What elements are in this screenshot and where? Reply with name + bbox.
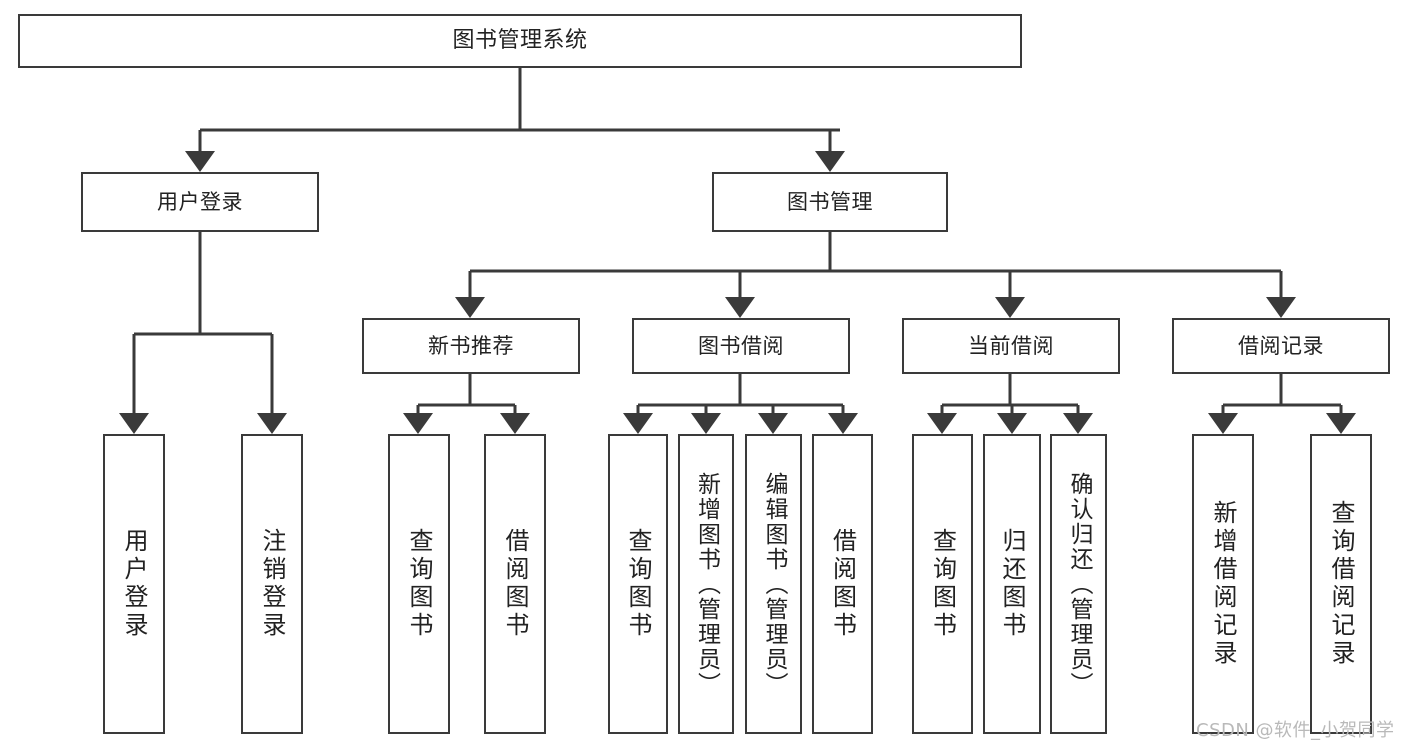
- leaf-add-book-admin[interactable]: 新增图书（管理员）: [678, 434, 734, 734]
- leaf-query-book-recommend[interactable]: 查询图书: [388, 434, 450, 734]
- node-new-book-recommend-label: 新书推荐: [428, 333, 514, 358]
- leaf-query-borrow-record-label: 查询借阅记录: [1327, 500, 1355, 668]
- node-book-borrow[interactable]: 图书借阅: [632, 318, 850, 374]
- leaf-edit-book-admin-label: 编辑图书（管理员）: [761, 471, 787, 697]
- leaf-edit-book-admin[interactable]: 编辑图书（管理员）: [745, 434, 802, 734]
- leaf-add-borrow-record-label: 新增借阅记录: [1209, 500, 1237, 668]
- leaf-query-book-recommend-label: 查询图书: [405, 528, 433, 640]
- node-current-borrow[interactable]: 当前借阅: [902, 318, 1120, 374]
- leaf-borrow-book-recommend-label: 借阅图书: [501, 528, 529, 640]
- node-root[interactable]: 图书管理系统: [18, 14, 1022, 68]
- leaf-logout[interactable]: 注销登录: [241, 434, 303, 734]
- leaf-confirm-return-admin[interactable]: 确认归还（管理员）: [1050, 434, 1107, 734]
- node-current-borrow-label: 当前借阅: [968, 333, 1054, 358]
- node-new-book-recommend[interactable]: 新书推荐: [362, 318, 580, 374]
- leaf-logout-label: 注销登录: [258, 528, 286, 640]
- leaf-return-book-label: 归还图书: [998, 528, 1026, 640]
- leaf-query-book-borrow[interactable]: 查询图书: [608, 434, 668, 734]
- leaf-query-borrow-record[interactable]: 查询借阅记录: [1310, 434, 1372, 734]
- node-book-borrow-label: 图书借阅: [698, 333, 784, 358]
- node-book-manage[interactable]: 图书管理: [712, 172, 948, 232]
- leaf-user-login[interactable]: 用户登录: [103, 434, 165, 734]
- leaf-borrow-book-label: 借阅图书: [828, 528, 857, 640]
- leaf-query-book-borrow-label: 查询图书: [624, 528, 652, 640]
- leaf-confirm-return-admin-label: 确认归还（管理员）: [1066, 471, 1092, 697]
- leaf-return-book[interactable]: 归还图书: [983, 434, 1041, 734]
- leaf-user-login-label: 用户登录: [120, 528, 148, 640]
- node-borrow-record[interactable]: 借阅记录: [1172, 318, 1390, 374]
- leaf-query-book-current[interactable]: 查询图书: [912, 434, 973, 734]
- node-book-manage-label: 图书管理: [787, 189, 873, 214]
- node-borrow-record-label: 借阅记录: [1238, 333, 1324, 358]
- leaf-borrow-book[interactable]: 借阅图书: [812, 434, 873, 734]
- node-user-login[interactable]: 用户登录: [81, 172, 319, 232]
- csdn-watermark: CSDN @软件_小贺同学: [1196, 720, 1395, 741]
- node-user-login-label: 用户登录: [157, 189, 243, 214]
- leaf-add-borrow-record[interactable]: 新增借阅记录: [1192, 434, 1254, 734]
- leaf-add-book-admin-label: 新增图书（管理员）: [693, 471, 720, 697]
- node-root-label: 图书管理系统: [452, 28, 588, 54]
- leaf-query-book-current-label: 查询图书: [928, 528, 957, 640]
- leaf-borrow-book-recommend[interactable]: 借阅图书: [484, 434, 546, 734]
